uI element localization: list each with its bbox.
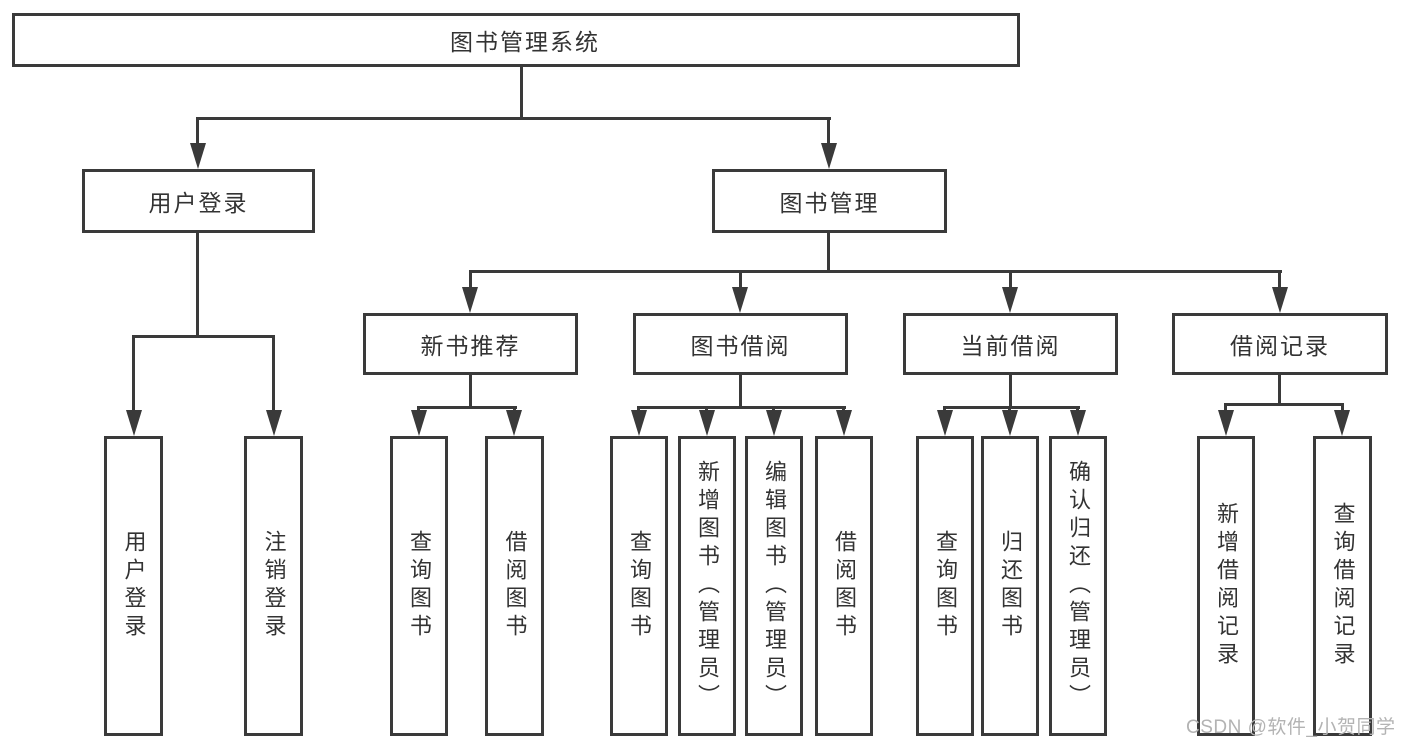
connector-line (196, 233, 199, 335)
connector-line (469, 375, 472, 406)
leaf-query-borrow-record-label: 查询借阅记录 (1330, 502, 1356, 670)
node-book-borrow: 图书借阅 (633, 313, 848, 375)
node-book-management: 图书管理 (712, 169, 947, 233)
connector-line (739, 375, 742, 406)
node-root: 图书管理系统 (12, 13, 1020, 67)
connector-line (520, 67, 523, 117)
leaf-edit-book-admin-label: 编辑图书（管理员） (762, 460, 787, 712)
arrowhead (190, 143, 206, 169)
leaf-query-current-borrow-label: 查询图书 (933, 530, 958, 642)
arrowhead (1218, 410, 1234, 436)
connector-line (827, 233, 830, 270)
leaf-query-book-recommend: 查询图书 (390, 436, 448, 736)
node-root-label: 图书管理系统 (450, 29, 600, 55)
connector-line (132, 335, 275, 338)
connector-line (132, 335, 135, 413)
node-borrow-record: 借阅记录 (1172, 313, 1388, 375)
leaf-add-book-admin-label: 新增图书（管理员） (695, 460, 720, 712)
arrowhead (1272, 287, 1288, 313)
arrowhead (462, 287, 478, 313)
arrowhead (699, 410, 715, 436)
connector-line (842, 406, 845, 413)
connector-line (417, 406, 420, 413)
leaf-query-borrow-record: 查询借阅记录 (1313, 436, 1372, 736)
arrowhead (266, 410, 282, 436)
arrowhead (821, 143, 837, 169)
watermark: CSDN @软件_小贺同学 (1186, 717, 1396, 738)
leaf-edit-book-admin: 编辑图书（管理员） (745, 436, 803, 736)
leaf-borrow-book: 借阅图书 (815, 436, 873, 736)
node-current-borrow: 当前借阅 (903, 313, 1118, 375)
leaf-query-book: 查询图书 (610, 436, 668, 736)
connector-line (1225, 403, 1344, 406)
leaf-confirm-return-admin: 确认归还（管理员） (1049, 436, 1107, 736)
leaf-borrow-book-label: 借阅图书 (832, 530, 857, 642)
connector-line (772, 406, 775, 413)
connector-line (827, 117, 830, 145)
connector-line (638, 406, 846, 409)
leaf-user-login: 用户登录 (104, 436, 163, 736)
connector-line (1008, 406, 1011, 413)
connector-line (1278, 375, 1281, 403)
leaf-confirm-return-admin-label: 确认归还（管理员） (1066, 460, 1091, 712)
node-new-book-recommend: 新书推荐 (363, 313, 578, 375)
connector-line (943, 406, 946, 413)
arrowhead (126, 410, 142, 436)
leaf-query-current-borrow: 查询图书 (916, 436, 974, 736)
connector-line (1076, 406, 1079, 413)
connector-line (1009, 375, 1012, 406)
leaf-user-login-label: 用户登录 (121, 530, 147, 642)
arrowhead (1334, 410, 1350, 436)
leaf-add-book-admin: 新增图书（管理员） (678, 436, 736, 736)
leaf-borrow-book-recommend-label: 借阅图书 (502, 530, 528, 642)
leaf-add-borrow-record: 新增借阅记录 (1197, 436, 1255, 736)
node-book-borrow-label: 图书借阅 (690, 333, 791, 359)
arrowhead (1002, 410, 1018, 436)
connector-line (1009, 270, 1012, 290)
connector-line (1224, 403, 1227, 413)
connector-line (418, 406, 517, 409)
connector-line (1278, 270, 1281, 290)
leaf-query-book-label: 查询图书 (627, 530, 652, 642)
leaf-borrow-book-recommend: 借阅图书 (485, 436, 544, 736)
leaf-query-book-recommend-label: 查询图书 (407, 530, 432, 642)
leaf-logout-label: 注销登录 (261, 530, 287, 642)
arrowhead (836, 410, 852, 436)
node-new-book-recommend-label: 新书推荐 (420, 333, 521, 359)
arrowhead (937, 410, 953, 436)
node-user-login-label: 用户登录 (148, 190, 249, 216)
connector-line (196, 117, 199, 145)
arrowhead (631, 410, 647, 436)
node-book-management-label: 图书管理 (779, 190, 880, 216)
node-borrow-record-label: 借阅记录 (1230, 333, 1330, 359)
arrowhead (1002, 287, 1018, 313)
connector-line (705, 406, 708, 413)
connector-line (469, 270, 1282, 273)
connector-line (944, 406, 1080, 409)
connector-line (513, 406, 516, 413)
arrowhead (1070, 410, 1086, 436)
connector-line (272, 335, 275, 413)
leaf-return-book: 归还图书 (981, 436, 1039, 736)
arrowhead (766, 410, 782, 436)
connector-line (1341, 403, 1344, 413)
node-user-login: 用户登录 (82, 169, 315, 233)
leaf-add-borrow-record-label: 新增借阅记录 (1214, 502, 1239, 670)
node-current-borrow-label: 当前借阅 (960, 333, 1061, 359)
arrowhead (506, 410, 522, 436)
leaf-return-book-label: 归还图书 (998, 530, 1023, 642)
connector-line (469, 270, 472, 290)
arrowhead (411, 410, 427, 436)
connector-line (197, 117, 831, 120)
arrowhead (732, 287, 748, 313)
connector-line (637, 406, 640, 413)
leaf-logout: 注销登录 (244, 436, 303, 736)
connector-line (739, 270, 742, 290)
